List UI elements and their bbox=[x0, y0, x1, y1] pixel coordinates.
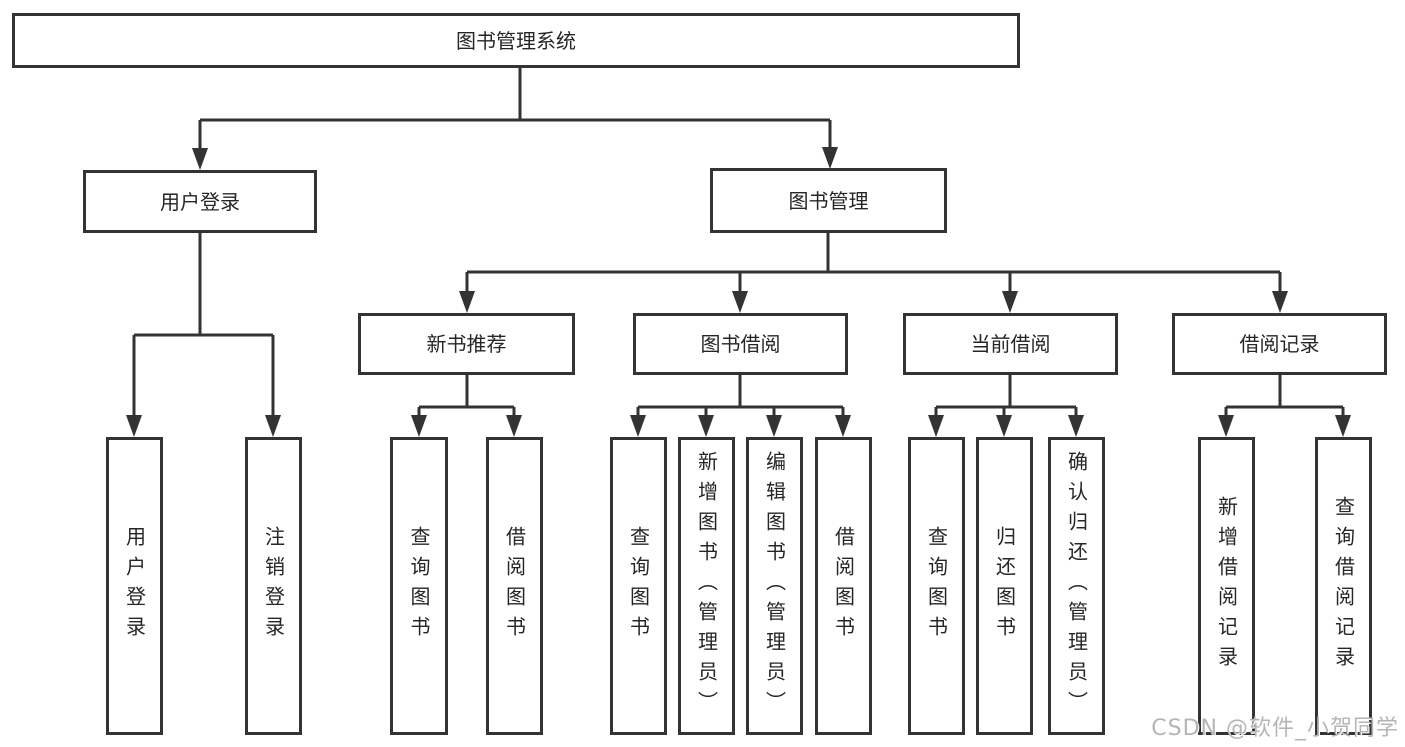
connector-new-books bbox=[417, 375, 516, 419]
node-borrow-records: 借阅记录 bbox=[1172, 313, 1387, 375]
node-label: 借阅图书 bbox=[502, 526, 527, 646]
node-user-login: 用户登录 bbox=[83, 170, 317, 233]
node-root-library-system: 图书管理系统 bbox=[12, 13, 1020, 68]
arrowhead-icon bbox=[766, 415, 782, 437]
arrowhead-icon bbox=[506, 415, 522, 437]
leaf-borrow-books-recommend: 借阅图书 bbox=[486, 437, 543, 735]
arrowhead-icon bbox=[265, 415, 281, 437]
arrowheads bbox=[126, 147, 1351, 437]
arrowhead-icon bbox=[732, 291, 748, 313]
arrowhead-icon bbox=[1218, 415, 1234, 437]
node-label: 查询图书 bbox=[924, 526, 949, 646]
node-label: 新增借阅记录 bbox=[1214, 496, 1239, 676]
arrowhead-icon bbox=[1002, 291, 1018, 313]
arrowhead-icon bbox=[411, 415, 427, 437]
arrowhead-icon bbox=[698, 415, 714, 437]
arrowhead-icon bbox=[1335, 415, 1351, 437]
arrowhead-icon bbox=[192, 148, 208, 170]
node-current-borrow: 当前借阅 bbox=[903, 313, 1118, 375]
leaf-edit-books-admin: 编辑图书（管理员） bbox=[746, 437, 803, 735]
arrowhead-icon bbox=[459, 291, 475, 313]
node-label: 借阅记录 bbox=[1239, 332, 1320, 356]
connector-current-borrow bbox=[934, 375, 1078, 419]
node-label: 新书推荐 bbox=[426, 332, 507, 356]
node-new-book-recommend: 新书推荐 bbox=[358, 313, 575, 375]
node-label: 新增图书（管理员） bbox=[694, 451, 719, 721]
node-label: 注销登录 bbox=[261, 526, 286, 646]
node-label: 确认归还（管理员） bbox=[1064, 451, 1089, 721]
leaf-add-borrow-record: 新增借阅记录 bbox=[1198, 437, 1255, 735]
node-label: 查询图书 bbox=[626, 526, 651, 646]
leaf-add-books-admin: 新增图书（管理员） bbox=[678, 437, 735, 735]
node-label: 查询借阅记录 bbox=[1331, 496, 1356, 676]
leaf-query-books-current: 查询图书 bbox=[908, 437, 965, 735]
leaf-query-books-recommend: 查询图书 bbox=[390, 437, 448, 735]
node-label: 当前借阅 bbox=[970, 332, 1051, 356]
leaf-query-borrow-record: 查询借阅记录 bbox=[1315, 437, 1372, 735]
connector-user-login bbox=[132, 233, 275, 419]
connector-book-borrow bbox=[636, 375, 845, 419]
csdn-watermark: CSDN @软件_小贺同学 bbox=[1151, 716, 1399, 741]
arrowhead-icon bbox=[1272, 291, 1288, 313]
arrowhead-icon bbox=[822, 147, 838, 169]
node-label: 编辑图书（管理员） bbox=[762, 451, 787, 721]
leaf-query-books-borrow: 查询图书 bbox=[610, 437, 667, 735]
connector-strokes bbox=[132, 68, 1345, 419]
node-label: 查询图书 bbox=[407, 526, 431, 646]
node-label: 归还图书 bbox=[992, 526, 1017, 646]
leaf-user-login: 用户登录 bbox=[106, 437, 163, 735]
node-label: 图书借阅 bbox=[700, 332, 781, 356]
connector-book-management bbox=[465, 233, 1282, 296]
connector-borrow-records bbox=[1224, 375, 1345, 419]
arrowhead-icon bbox=[630, 415, 646, 437]
arrowhead-icon bbox=[126, 415, 142, 437]
node-label: 用户登录 bbox=[160, 189, 240, 214]
node-label: 图书管理系统 bbox=[456, 28, 576, 53]
leaf-borrow-books: 借阅图书 bbox=[815, 437, 872, 735]
leaf-return-books: 归还图书 bbox=[976, 437, 1033, 735]
leaf-confirm-return-admin: 确认归还（管理员） bbox=[1048, 437, 1105, 735]
node-label: 借阅图书 bbox=[831, 526, 856, 646]
arrowhead-icon bbox=[928, 415, 944, 437]
arrowhead-icon bbox=[835, 415, 851, 437]
leaf-logout: 注销登录 bbox=[245, 437, 302, 735]
connector-root bbox=[198, 68, 832, 152]
node-book-borrow: 图书借阅 bbox=[633, 313, 848, 375]
node-book-management: 图书管理 bbox=[710, 168, 947, 233]
arrowhead-icon bbox=[996, 415, 1012, 437]
node-label: 图书管理 bbox=[788, 188, 869, 213]
node-label: 用户登录 bbox=[122, 526, 147, 646]
arrowhead-icon bbox=[1068, 415, 1084, 437]
